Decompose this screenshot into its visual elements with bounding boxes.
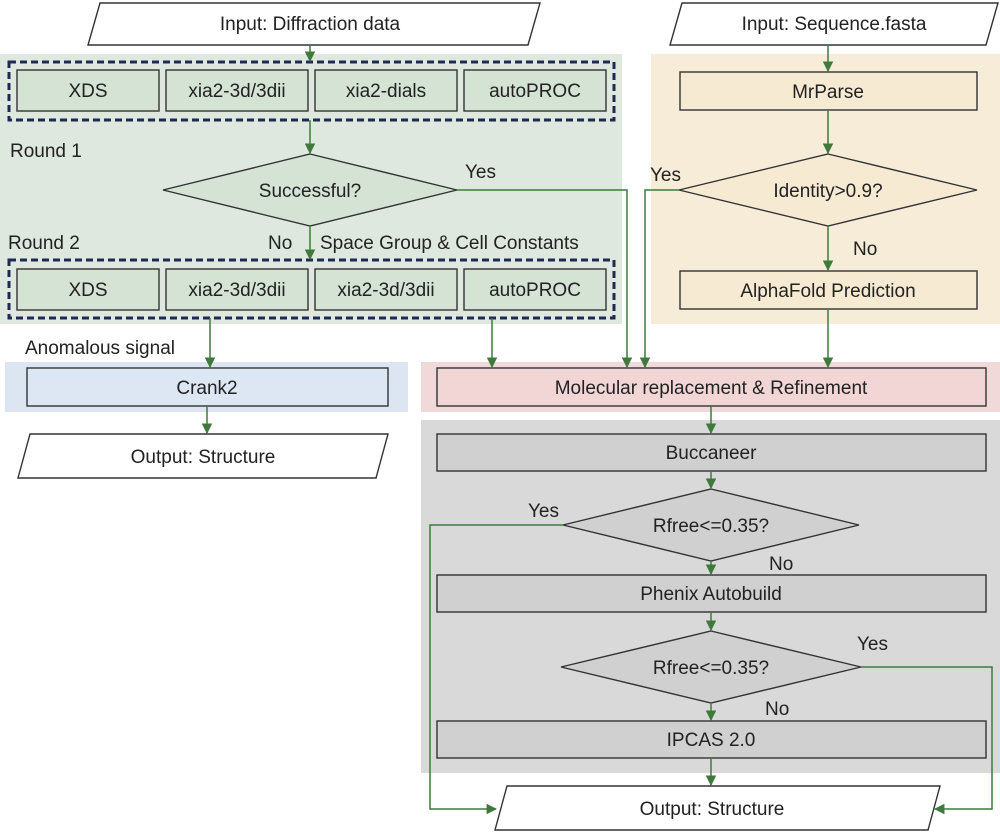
step-crank2-label: Crank2 bbox=[176, 378, 237, 399]
edge-label-space-group: Space Group & Cell Constants bbox=[320, 233, 579, 254]
input-sequence-label: Input: Sequence.fasta bbox=[742, 14, 927, 35]
round2-tool-xds: XDS bbox=[16, 268, 160, 311]
round1-tool-xia2-3d: xia2-3d/3dii bbox=[165, 69, 309, 112]
edge-label-no-successful: No bbox=[268, 233, 292, 254]
step-phenix: Phenix Autobuild bbox=[436, 574, 987, 613]
connectors bbox=[201, 45, 993, 815]
step-mrparse: MrParse bbox=[679, 71, 978, 111]
decision-rfree-1-label: Rfree<=0.35? bbox=[653, 516, 769, 537]
step-alphafold: AlphaFold Prediction bbox=[679, 270, 978, 310]
edge-label-no-rfree2: No bbox=[765, 699, 789, 720]
input-sequence: Input: Sequence.fasta bbox=[669, 2, 999, 46]
round2-label: Round 2 bbox=[8, 233, 80, 254]
output-bottom-label: Output: Structure bbox=[640, 799, 785, 820]
edge-label-yes-successful: Yes bbox=[465, 162, 496, 183]
step-buccaneer-label: Buccaneer bbox=[666, 443, 758, 464]
step-alphafold-label: AlphaFold Prediction bbox=[740, 281, 915, 302]
round1-tool-autoproc-label: autoPROC bbox=[489, 81, 581, 102]
round2-tool-xia2-3d-b-label: xia2-3d/3dii bbox=[337, 280, 434, 301]
round2-tool-autoproc-label: autoPROC bbox=[489, 280, 581, 301]
round1-tool-xia2-dials: xia2-dials bbox=[314, 69, 458, 112]
round1-tool-xia2-dials-label: xia2-dials bbox=[346, 81, 426, 102]
edge-label-yes-identity: Yes bbox=[650, 165, 681, 186]
round1-tool-autoproc: autoPROC bbox=[463, 69, 607, 112]
step-phenix-label: Phenix Autobuild bbox=[640, 584, 782, 605]
decision-rfree-1: Rfree<=0.35? bbox=[562, 488, 860, 562]
edge-label-no-identity: No bbox=[853, 239, 877, 260]
step-crank2: Crank2 bbox=[26, 367, 389, 407]
input-diffraction: Input: Diffraction data bbox=[87, 2, 541, 46]
round1-tool-xds-label: XDS bbox=[68, 81, 107, 102]
edge-label-yes-rfree2: Yes bbox=[857, 634, 888, 655]
arrow-identity-yes bbox=[639, 189, 679, 369]
decision-identity-label: Identity>0.9? bbox=[773, 181, 882, 202]
decision-successful-label: Successful? bbox=[259, 181, 361, 202]
edge-label-anomalous: Anomalous signal bbox=[25, 338, 175, 359]
decision-successful: Successful? bbox=[162, 153, 458, 227]
round1-tool-xds: XDS bbox=[16, 69, 160, 112]
round2-tool-xia2-3d-b: xia2-3d/3dii bbox=[314, 268, 458, 311]
edge-label-no-rfree1: No bbox=[769, 554, 793, 575]
output-bottom: Output: Structure bbox=[494, 785, 941, 831]
edge-label-yes-rfree1: Yes bbox=[528, 501, 559, 522]
step-ipcas: IPCAS 2.0 bbox=[436, 720, 987, 759]
arrow-rfree1-yes bbox=[429, 524, 563, 815]
step-buccaneer: Buccaneer bbox=[436, 433, 987, 472]
decision-rfree-2: Rfree<=0.35? bbox=[560, 630, 862, 704]
step-ipcas-label: IPCAS 2.0 bbox=[667, 730, 756, 751]
round2-tool-xds-label: XDS bbox=[68, 280, 107, 301]
step-mr-refinement: Molecular replacement & Refinement bbox=[436, 367, 987, 407]
round2-tool-xia2-3d-a: xia2-3d/3dii bbox=[165, 268, 309, 311]
input-diffraction-label: Input: Diffraction data bbox=[220, 14, 401, 35]
arrow-successful-yes bbox=[457, 189, 633, 369]
round1-label: Round 1 bbox=[10, 141, 82, 162]
round2-tool-autoproc: autoPROC bbox=[463, 268, 607, 311]
decision-identity: Identity>0.9? bbox=[678, 153, 978, 227]
round1-tool-xia2-3d-label: xia2-3d/3dii bbox=[188, 81, 285, 102]
output-left-label: Output: Structure bbox=[131, 447, 276, 468]
step-mrparse-label: MrParse bbox=[792, 82, 864, 103]
output-left: Output: Structure bbox=[17, 433, 389, 479]
step-mr-refinement-label: Molecular replacement & Refinement bbox=[555, 378, 868, 399]
decision-rfree-2-label: Rfree<=0.35? bbox=[653, 658, 769, 679]
arrow-rfree2-yes bbox=[861, 666, 993, 815]
round2-tool-xia2-3d-a-label: xia2-3d/3dii bbox=[188, 280, 285, 301]
